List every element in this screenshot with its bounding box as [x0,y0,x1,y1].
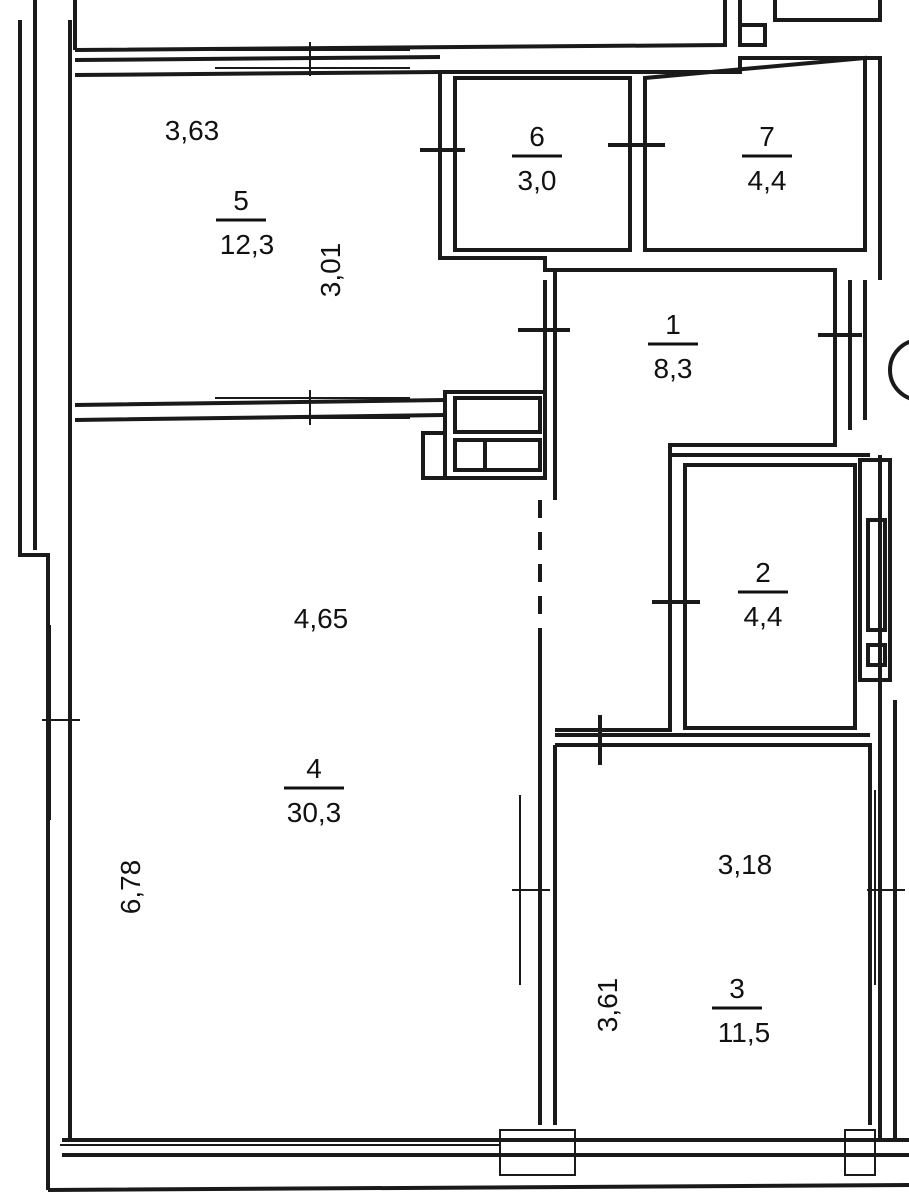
room1-number: 1 [665,309,681,340]
room3-area: 11,5 [718,1017,770,1048]
window-room5 [215,42,410,76]
small-cabinet [421,431,447,480]
room6-number: 6 [529,121,545,152]
door-marks [420,143,862,765]
room4-depth-dimension: 6,78 [115,860,146,915]
right-fixture [858,458,892,682]
kitchen-fixtures [443,390,547,480]
room3-depth-dimension: 3,61 [592,978,623,1033]
dimension-labels: 3,63 3,01 4,65 6,78 3,18 3,61 [115,115,772,1032]
room-labels: 1 8,3 2 4,4 3 11,5 4 30,3 5 12,3 6 3,0 7… [220,121,787,1048]
room6-area: 3,0 [518,165,557,196]
room2-area: 4,4 [744,601,783,632]
room6-walls [438,72,837,732]
left-exterior-outer [18,20,50,1190]
left-exterior-wall [33,20,72,1140]
bottom-exterior-wall [47,1138,909,1192]
room7-number: 7 [759,121,775,152]
room3-width-dimension: 3,18 [718,849,773,880]
room2-walls [670,453,870,730]
window-room5-bottom [215,390,410,425]
fraction-bars [216,154,792,1010]
window-room3-right [867,790,905,985]
service-wall [440,56,882,280]
corridor-right-wall [848,280,867,430]
room4-number: 4 [306,753,322,784]
window-room4-left [42,625,80,820]
room1-area: 8,3 [654,353,693,384]
room4-width-dimension: 4,65 [294,603,349,634]
window-bottom [60,1129,876,1176]
room5-number: 5 [233,185,249,216]
room7-walls [643,55,867,252]
windows [42,42,905,1176]
room7-area: 4,4 [748,165,787,196]
room5-depth-dimension: 3,01 [315,243,346,298]
room3-number: 3 [729,973,745,1004]
room5-top-wall [74,55,441,77]
column-circle [888,339,909,401]
room2-number: 2 [755,557,771,588]
room5-area: 12,3 [220,229,275,260]
window-room3-left [512,795,550,985]
room4-area: 30,3 [287,797,342,828]
vent-box [738,23,767,47]
room5-width-dimension: 3,63 [165,115,220,146]
walls [18,0,909,1192]
